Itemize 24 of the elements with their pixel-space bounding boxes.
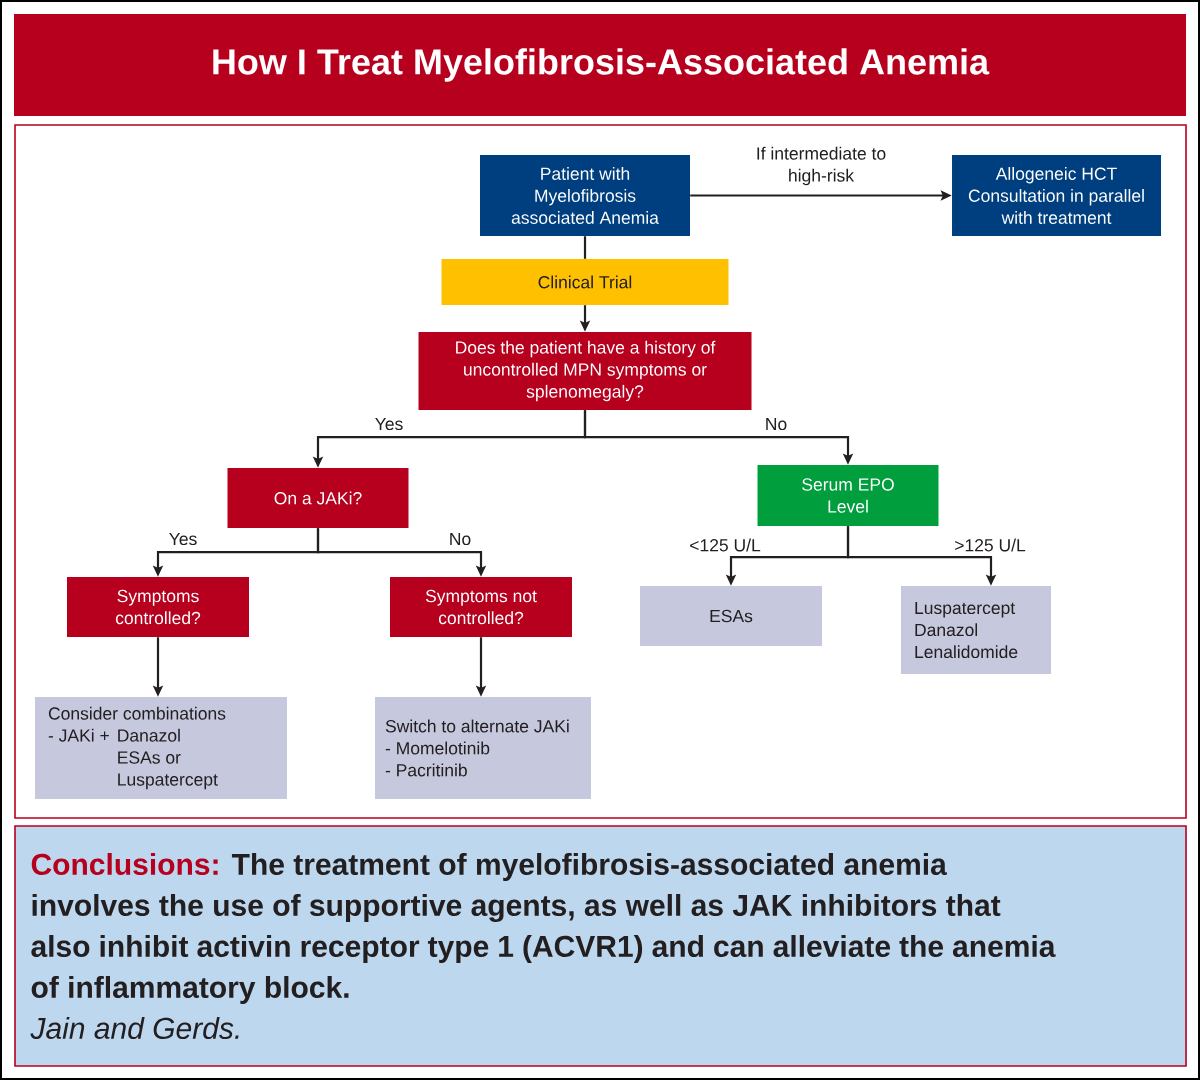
treatment-box: Consider combinations - JAKi + Danazol ESAs or Luspatercept bbox=[35, 697, 287, 799]
decision-box: Symptoms controlled? bbox=[67, 577, 249, 637]
process-box: Allogeneic HCT Consultation in parallel with treatment bbox=[952, 155, 1161, 236]
treatment-box: ESAs bbox=[640, 586, 822, 646]
title-banner: How I Treat Myelofibrosis-Associated Anemia bbox=[14, 14, 1186, 116]
edge-label: No bbox=[766, 417, 787, 431]
conclusion-text: Conclusions: The treatment of myelofibrosis-associated anemia involves the use of supportive agents, as well as JAK inhibitors that also inhibit activin receptor type 1 (ACVR1) and can alleviate the anemia of inflammatory block. bbox=[31, 853, 1056, 1004]
edge-label: No bbox=[450, 532, 471, 546]
process-box: Patient with Myelofibrosis associated Anemia bbox=[480, 155, 690, 236]
process-box: Serum EPO Level bbox=[757, 465, 939, 526]
process-box: Clinical Trial bbox=[441, 259, 729, 305]
citation: Jain and Gerds. bbox=[30, 1016, 239, 1039]
connector-line bbox=[583, 236, 587, 259]
decision-box: Does the patient have a history of uncontrolled MPN symptoms or splenomegaly? bbox=[418, 332, 752, 410]
decision-box: Symptoms not controlled? bbox=[390, 577, 572, 637]
conclusion-panel bbox=[14, 825, 1187, 1067]
edge-label: >125 U/L bbox=[955, 538, 1026, 552]
edge-label: If intermediate to high-risk bbox=[757, 146, 886, 186]
treatment-box: Switch to alternate JAKi - Momelotinib - Pacritinib bbox=[375, 697, 591, 799]
edge-label: <125 U/L bbox=[690, 538, 761, 552]
decision-box: On a JAKi? bbox=[227, 468, 409, 528]
edge-label: Yes bbox=[375, 417, 403, 431]
treatment-box: Luspatercept Danazol Lenalidomide bbox=[901, 586, 1051, 674]
edge-label: Yes bbox=[169, 532, 197, 546]
